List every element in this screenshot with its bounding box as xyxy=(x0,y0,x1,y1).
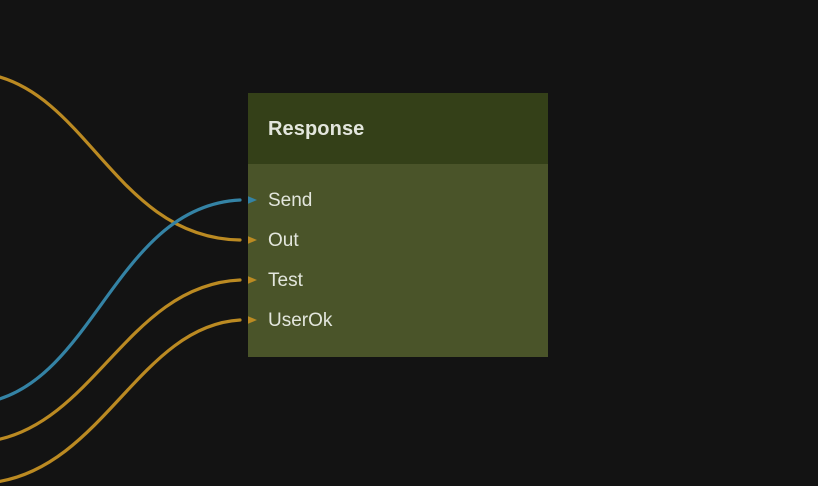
node-body: Send Out Test UserOk xyxy=(248,164,548,357)
edge-to-send[interactable] xyxy=(0,198,242,401)
edge-to-test[interactable] xyxy=(0,278,242,441)
data-input-arrow-icon[interactable] xyxy=(248,271,257,289)
port-label-test: Test xyxy=(268,269,303,291)
edge-to-userok[interactable] xyxy=(0,318,242,483)
data-input-arrow-icon[interactable] xyxy=(248,311,257,329)
port-label-out: Out xyxy=(268,229,299,251)
node-header[interactable]: Response xyxy=(248,93,548,164)
node-response[interactable]: Response Send Out Test xyxy=(248,93,548,357)
exec-input-arrow-icon[interactable] xyxy=(248,191,257,209)
node-title: Response xyxy=(268,117,365,140)
port-row-userok[interactable]: UserOk xyxy=(248,300,548,340)
port-label-userok: UserOk xyxy=(268,309,333,331)
port-row-send[interactable]: Send xyxy=(248,180,548,220)
data-input-arrow-icon[interactable] xyxy=(248,231,257,249)
edge-to-out[interactable] xyxy=(0,75,242,242)
port-row-out[interactable]: Out xyxy=(248,220,548,260)
port-label-send: Send xyxy=(268,189,313,211)
port-row-test[interactable]: Test xyxy=(248,260,548,300)
